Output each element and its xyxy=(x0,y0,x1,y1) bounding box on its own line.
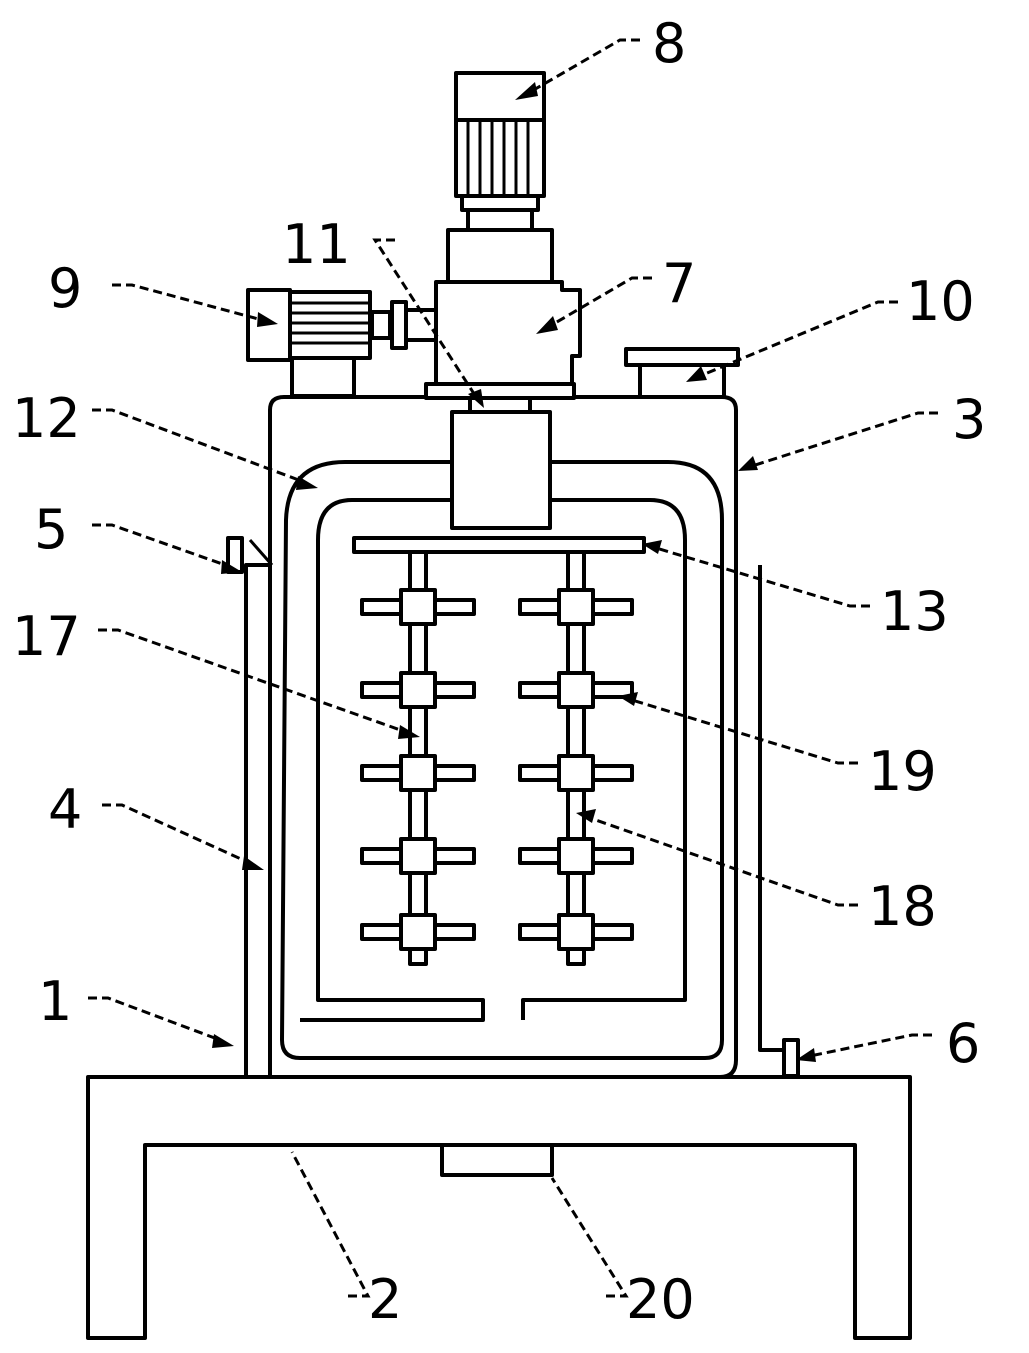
right-blade-set xyxy=(518,588,634,951)
motor-8-coupling-b xyxy=(466,208,534,232)
motor-8-coupling xyxy=(460,194,540,212)
drive-hub xyxy=(450,410,552,530)
label-11: 11 xyxy=(282,213,351,276)
gearbox-neck xyxy=(446,228,554,284)
motor-8-fin-lines xyxy=(466,118,530,196)
right-blade-hub-1 xyxy=(557,588,595,626)
right-blade-hub-2 xyxy=(557,671,595,709)
coupling-9c xyxy=(404,308,438,342)
label-1: 1 xyxy=(38,970,72,1033)
right-blade-hub-3 xyxy=(557,754,595,792)
label-4: 4 xyxy=(48,778,82,841)
label-2: 2 xyxy=(368,1268,402,1331)
coupling-9 xyxy=(370,310,392,340)
right-blade-hub-5 xyxy=(557,913,595,951)
label-18: 18 xyxy=(868,875,937,938)
motor-9-fin-lines xyxy=(290,301,370,345)
left-blade-hub-2 xyxy=(399,671,437,709)
label-17: 17 xyxy=(12,605,81,668)
label-12: 12 xyxy=(12,387,81,450)
discharge-outlet xyxy=(440,1143,554,1177)
base-frame xyxy=(86,1075,912,1340)
left-blade-hub-1 xyxy=(399,588,437,626)
outer-jacket xyxy=(244,563,786,1077)
label-5: 5 xyxy=(34,498,68,561)
feed-port-lid xyxy=(624,347,740,367)
u-frame-inner xyxy=(300,498,687,1022)
label-10: 10 xyxy=(906,270,975,333)
label-19: 19 xyxy=(868,740,937,803)
label-9: 9 xyxy=(48,257,82,320)
label-6: 6 xyxy=(946,1012,980,1075)
leader-lines xyxy=(88,38,938,1298)
left-blade-set xyxy=(360,588,476,951)
coupling-9b xyxy=(390,300,408,350)
tank-body xyxy=(268,395,738,1079)
right-blade-hub-4 xyxy=(557,837,595,875)
label-20: 20 xyxy=(626,1268,695,1331)
label-3: 3 xyxy=(952,388,986,451)
crossbar-13 xyxy=(352,536,646,554)
outlet-pipe xyxy=(782,1038,800,1078)
gearbox-base-plate xyxy=(424,382,576,400)
left-blade-hub-5 xyxy=(399,913,437,951)
label-8: 8 xyxy=(652,12,686,75)
motor-mount-9 xyxy=(290,354,356,398)
left-blade-hub-4 xyxy=(399,837,437,875)
u-frame-outer xyxy=(280,460,724,1060)
label-13: 13 xyxy=(880,580,949,643)
label-7: 7 xyxy=(662,252,696,315)
left-blade-hub-3 xyxy=(399,754,437,792)
